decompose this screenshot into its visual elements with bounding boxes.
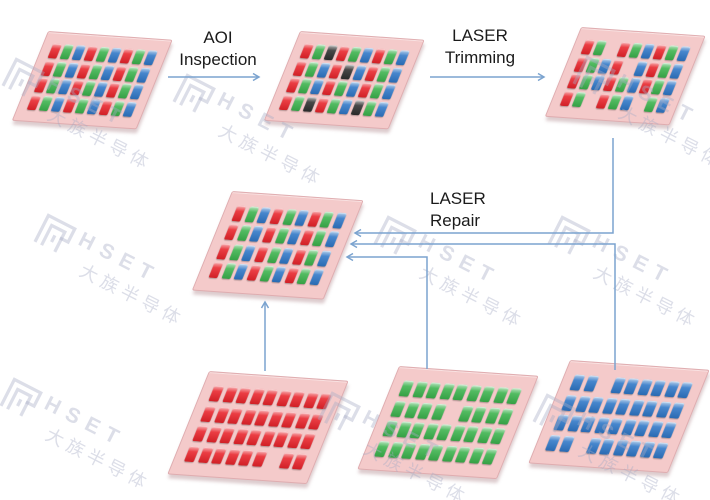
panel-incoming [11,31,173,130]
chip [388,67,404,83]
chip [558,435,575,453]
watermark-brand: HSET [74,227,164,289]
laser-repair-label: LASER Repair [430,188,550,233]
panel-green-donor [357,366,539,480]
chip-row [183,445,308,470]
chip-row [390,400,515,425]
chip [129,84,145,100]
chip [668,402,686,419]
chip [676,46,691,62]
watermark-brand-cn: 大族半导体 [76,260,188,331]
trim-label-line2: Trimming [444,48,516,68]
chip-row [373,440,498,465]
chip-row [381,420,506,445]
panel-after-trimming [544,27,706,126]
chip [122,101,138,117]
chip [331,212,348,229]
watermark-brand-cn: 大族半导体 [215,120,327,191]
chip [315,392,333,410]
watermark-brand: HSET [40,391,130,453]
chip [571,91,587,108]
laser-trimming-label: LASER Trimming [412,25,548,70]
watermark-brand-cn: 大族半导体 [416,262,528,333]
chip [489,428,506,445]
chip [669,63,685,79]
watermark-brand-cn: 大族半导体 [42,424,154,495]
aoi-inspection-label: AOI Inspection [155,27,281,72]
chip [662,80,678,96]
chip [497,408,515,425]
watermark-brand: HSET [588,229,678,291]
chip [609,59,625,75]
chip [652,442,669,459]
watermark: HSET 大族半导体 [537,210,710,334]
arrow-blue-donor-to-repair [349,239,616,370]
arrow-green-donor-to-repair [345,252,428,369]
watermark: HSET 大族半导体 [0,372,167,496]
chip [307,413,325,430]
repair-label-line2: Repair [430,211,481,231]
hset-logo-icon [0,377,43,417]
watermark: HSET 大族半导体 [23,208,201,332]
chip [481,448,498,465]
chip [136,67,152,83]
chip-row [208,261,325,286]
chip [381,84,397,100]
chip-row [398,380,523,405]
chip-row [208,385,333,410]
chip [676,381,694,399]
chip-row [544,434,669,459]
chip [592,40,608,56]
aoi-label-line1: AOI [203,28,233,47]
chip [582,375,599,392]
chip [316,250,332,267]
chip-row [552,414,677,439]
aoi-label-line2: Inspection [179,50,257,70]
panel-blue-donor [528,360,710,474]
chip-row [561,394,686,419]
repair-label-line1: LASER [430,189,486,208]
hset-logo-icon [33,213,77,253]
chip [660,422,677,439]
chip [505,387,523,405]
hset-logo-icon [547,215,591,255]
chip [395,50,410,66]
trim-label-line1: LASER [452,26,508,45]
chip [374,101,390,117]
watermark-brand-cn: 大族半导体 [590,262,702,333]
chip [251,450,268,467]
chip-row [191,425,316,450]
chip [299,433,316,450]
hset-logo-icon [373,215,417,255]
hset-logo-icon [172,73,216,113]
panel-after-aoi [263,31,425,130]
watermark-brand: HSET [414,229,504,291]
chip [619,95,635,111]
chip [430,403,447,420]
chip [655,97,671,113]
chip [291,453,308,470]
chip [309,268,325,286]
chip-row [569,374,694,399]
chip-row [200,405,325,430]
panel-repaired [191,191,364,300]
chip [324,231,340,248]
panel-red-donor [167,371,349,485]
